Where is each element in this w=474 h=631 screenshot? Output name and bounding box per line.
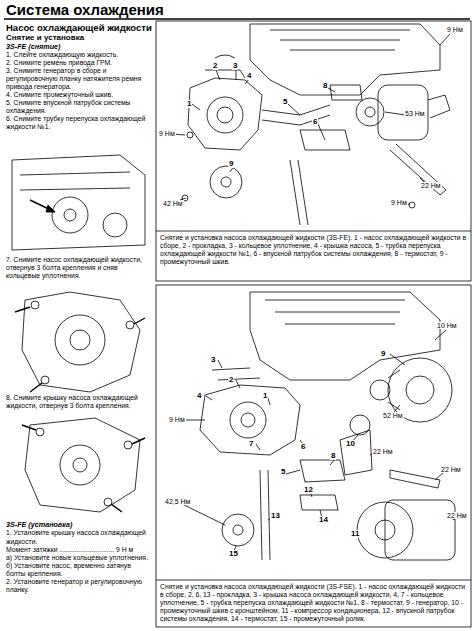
callout-number: 5	[280, 468, 286, 476]
callout-number: 11	[350, 530, 360, 538]
page-title: Система охлаждения	[6, 1, 164, 18]
callout-number: 3	[210, 356, 216, 364]
instruction-text: 8. Снимите крышку насоса охлаждающей жид…	[6, 394, 148, 410]
callout-number: 2	[212, 62, 218, 70]
callout-number: 4	[246, 72, 252, 80]
instruction-text: 6. Снимите трубку перепуска охлаждающей …	[6, 115, 154, 131]
text-column: 7. Снимите насос охлаждающей жидкости, о…	[6, 256, 148, 280]
instruction-text: 1. Установите крышку насоса охлаждающей …	[6, 529, 152, 545]
torque-value: 9 Нм	[168, 416, 186, 423]
torque-value: 22 Нм	[440, 466, 462, 473]
torque-value: 9 Нм	[158, 130, 176, 137]
torque-value: 22 Нм	[372, 448, 394, 455]
text-column: 8. Снимите крышку насоса охлаждающей жид…	[6, 394, 148, 410]
callout-number: 15	[228, 550, 239, 558]
callout-number: 13	[270, 512, 281, 520]
callout-number: 8	[322, 82, 328, 90]
callout-number: 6	[300, 443, 306, 451]
instruction-text: б) Установите насос, временно затянув бо…	[6, 562, 152, 578]
callout-number: 8	[330, 452, 336, 460]
caption-text: Снятие и установка насоса охлаждающей жи…	[160, 583, 468, 623]
torque-value: 9 Нм	[390, 199, 408, 206]
instruction-text: 3S-FE (установка)	[6, 521, 152, 529]
callout-number: 4	[196, 392, 202, 400]
callout-number: 12	[303, 486, 314, 494]
torque-value: 42,5 Нм	[164, 498, 191, 505]
torque-value: 10 Нм	[436, 322, 458, 329]
instruction-text: 2. Снимите ремень привода ГРМ.	[6, 59, 154, 67]
instruction-text: 4. Снимите промежуточный шкив.	[6, 91, 154, 99]
callout-number: 14	[318, 516, 329, 524]
callout-number: 5	[282, 98, 288, 106]
instruction-text: Момент затяжки .........................…	[6, 546, 152, 554]
callout-number: 6	[312, 118, 318, 126]
caption-text: Снятие и установка насоса охлаждающей жи…	[160, 234, 468, 266]
instruction-text: Насос охлаждающей жидкости	[6, 22, 154, 33]
instruction-text: 3. Снимите генератор в сборе и регулиров…	[6, 67, 154, 91]
torque-value: 22 Нм	[446, 512, 468, 519]
callout-number: 9	[380, 350, 386, 358]
callout-number: 9	[228, 160, 234, 168]
instruction-text: 5. Снимите впускной патрубок системы охл…	[6, 99, 154, 115]
torque-value: 52 Нм	[382, 412, 404, 419]
torque-value: 42 Нм	[162, 200, 184, 207]
instruction-text: Снятие и установка	[6, 33, 154, 42]
instruction-text: 1. Слейте охлаждающую жидкость.	[6, 51, 154, 59]
instruction-text: 7. Снимите насос охлаждающей жидкости, о…	[6, 256, 148, 280]
torque-value: 9 Нм	[446, 26, 464, 33]
torque-value: 53 Нм	[404, 110, 426, 117]
figure-caption: Снятие и установка насоса охлаждающей жи…	[160, 234, 468, 266]
instruction-text: 3S-FE (снятие)	[6, 43, 154, 51]
text-column: Насос охлаждающей жидкостиСнятие и устан…	[6, 22, 154, 131]
instruction-text: а) Установите новые кольцевые уплотнения…	[6, 554, 152, 562]
callout-number: 3	[232, 62, 238, 70]
text-column: 3S-FE (установка)1. Установите крышку на…	[6, 521, 152, 594]
instruction-text: 2. Установите генератор и регулировочную…	[6, 578, 152, 594]
callout-number: 10	[345, 440, 356, 448]
callout-number: 1	[262, 392, 268, 400]
callout-number: 1	[186, 100, 192, 108]
callout-number: 7	[248, 440, 254, 448]
torque-value: 22 Нм	[420, 182, 442, 189]
callout-number: 2	[228, 376, 234, 384]
figure-caption: Снятие и установка насоса охлаждающей жи…	[160, 583, 468, 623]
